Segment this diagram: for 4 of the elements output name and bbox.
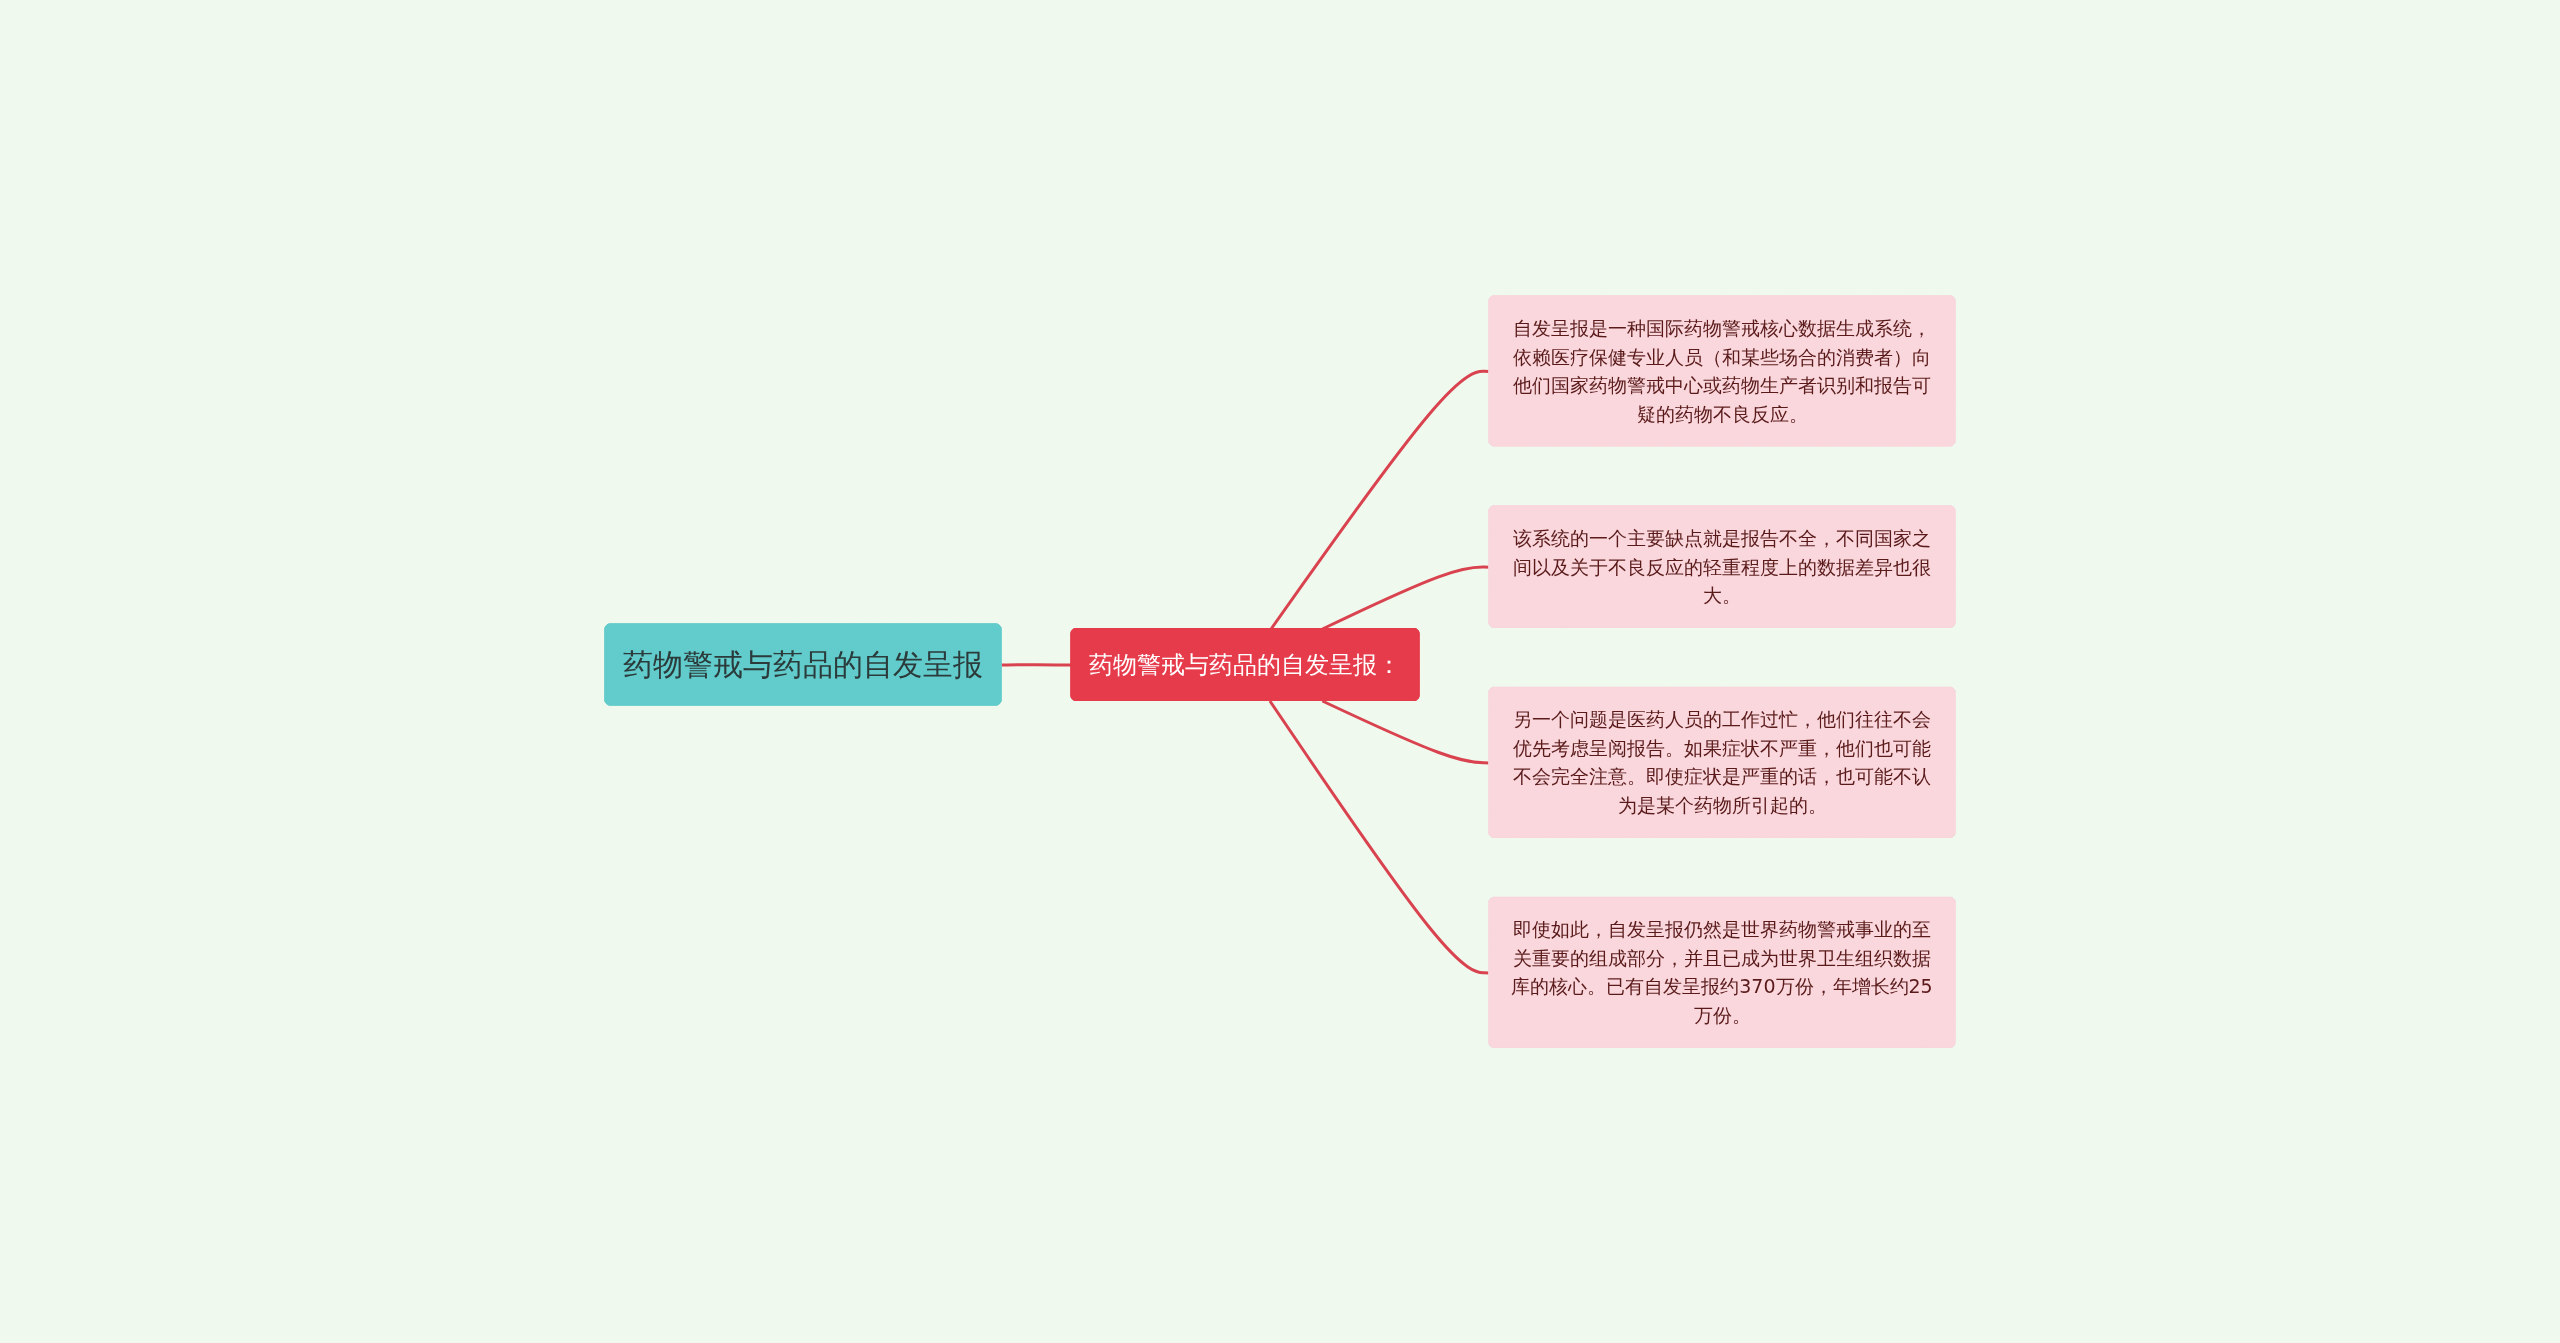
connector	[1269, 369, 1490, 630]
connector	[1001, 663, 1072, 667]
connector	[1321, 699, 1490, 765]
connector	[1268, 700, 1490, 975]
